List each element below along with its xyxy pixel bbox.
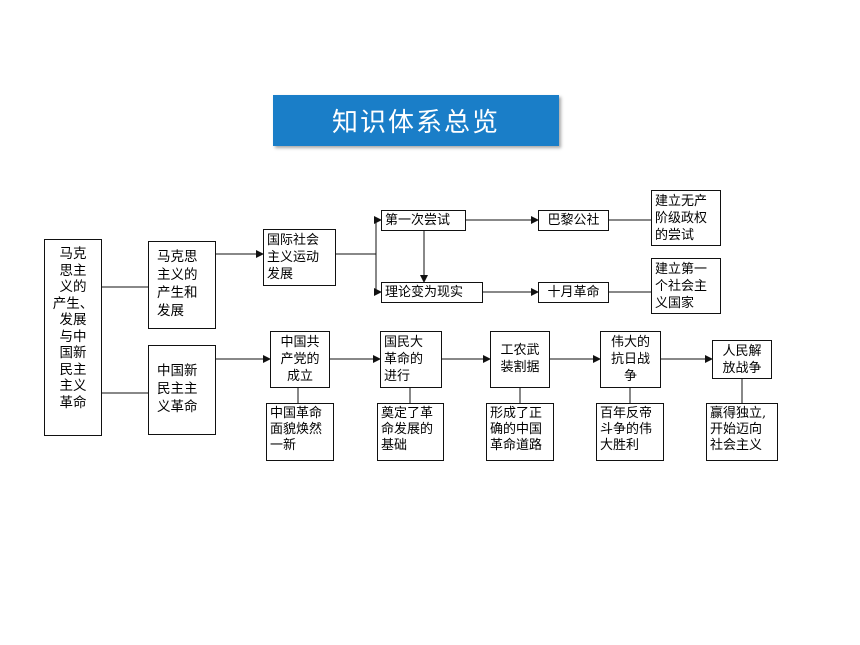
theory-reality-node: 理论变为现实	[381, 282, 483, 303]
result-cpc-node: 中国革命 面貌焕然 一新	[266, 403, 334, 461]
proletarian-regime-node: 建立无产 阶级政权 的尝试	[651, 190, 721, 246]
anti-japanese-war-node: 伟大的 抗日战 争	[600, 331, 661, 388]
national-revolution-node: 国民大 革命的 进行	[380, 331, 442, 388]
marxism-node: 马克思 主义的 产生和 发展	[148, 241, 216, 329]
liberation-war-node: 人民解 放战争	[712, 340, 772, 379]
first-attempt-node: 第一次尝试	[381, 210, 466, 231]
first-socialist-state-node: 建立第一 个社会主 义国家	[651, 258, 721, 314]
result-armed-node: 形成了正 确的中国 革命道路	[486, 403, 554, 461]
new-democratic-node: 中国新 民主主 义革命	[148, 345, 216, 435]
armed-separatism-node: 工农武 装割据	[490, 331, 550, 388]
result-national-node: 奠定了革 命发展的 基础	[377, 403, 444, 461]
cpc-founding-node: 中国共 产党的 成立	[270, 331, 330, 388]
result-liberation-node: 赢得独立, 开始迈向 社会主义	[706, 403, 778, 461]
paris-commune-node: 巴黎公社	[538, 210, 609, 231]
intl-socialism-node: 国际社会 主义运动 发展	[263, 229, 336, 286]
root-node: 马克 思主 义的 产生、 发展 与中 国新 民主 主义 革命	[44, 239, 102, 436]
result-anti-japanese-node: 百年反帝 斗争的伟 大胜利	[596, 403, 664, 461]
october-revolution-node: 十月革命	[538, 282, 609, 303]
page-title-banner: 知识体系总览	[273, 95, 559, 146]
